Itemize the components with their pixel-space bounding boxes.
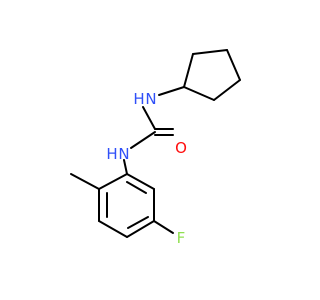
bond-aryl-fluorine <box>153 220 174 234</box>
urea-core <box>123 86 185 175</box>
ring-bond-double <box>127 216 149 229</box>
fluoro-methyl-phenyl-ring <box>70 173 174 238</box>
hydrogen-top-label: H <box>133 90 144 108</box>
ring-bond <box>98 173 128 190</box>
methyl-bond <box>70 173 100 190</box>
molecule-structure: N H O N H F <box>70 49 241 247</box>
bond-carbonyl-nh <box>130 131 156 149</box>
nitrogen-bottom-label: N <box>118 145 129 163</box>
ring-bond <box>213 79 241 101</box>
cyclopentyl-ring <box>183 49 241 101</box>
ring-bond <box>226 49 241 81</box>
bond-nh-cyclopentyl <box>158 86 185 96</box>
hydrogen-bottom-label: H <box>106 145 117 163</box>
ring-bond <box>126 220 155 238</box>
bond-nh-carbonyl <box>142 106 156 130</box>
ring-bond <box>126 173 155 190</box>
fluorine-label: F <box>177 229 186 247</box>
ring-bond <box>98 220 128 238</box>
ring-bond <box>183 86 215 101</box>
ring-bond <box>192 49 228 55</box>
ring-bond <box>183 53 194 88</box>
ring-bond-double <box>126 181 147 194</box>
oxygen-label: O <box>175 139 187 157</box>
nitrogen-top-label: N <box>145 90 156 108</box>
bond-nh-aryl <box>123 159 128 175</box>
structure-canvas: N H O N H F <box>70 49 241 247</box>
